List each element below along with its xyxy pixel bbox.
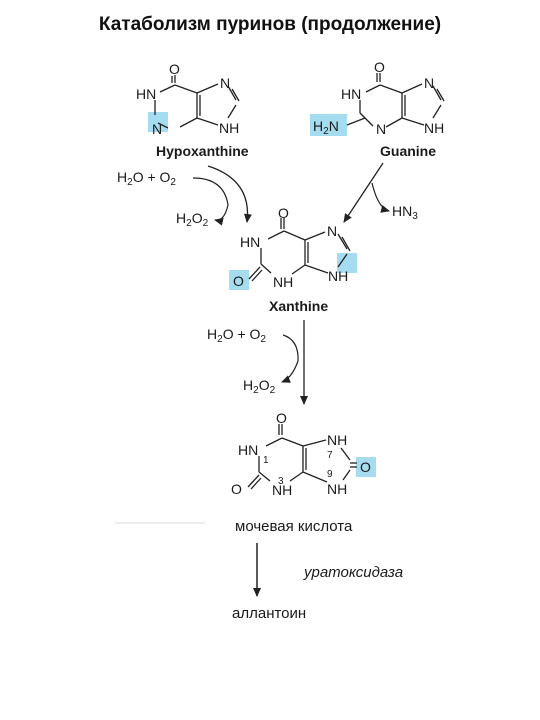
guanine-n-left: N — [376, 121, 386, 137]
uric-acid-highlight — [356, 457, 376, 477]
hypoxanthine-o: O — [169, 61, 180, 77]
hypoxanthine-highlight — [148, 112, 168, 132]
guanine-highlight — [310, 114, 347, 136]
uric-acid-nh-right: NH — [327, 481, 347, 497]
step1-reagents-in: H2O + O2 — [117, 169, 176, 188]
uric-acid-locant-3: 3 — [278, 476, 284, 487]
xanthine-n-top: N — [327, 223, 337, 239]
uric-acid-o-top: O — [276, 410, 287, 426]
hypoxanthine-nh: NH — [219, 120, 239, 136]
enzyme-label: уратоксидаза — [303, 564, 403, 581]
hypoxanthine-n-top: N — [220, 75, 230, 91]
hypoxanthine-hn: HN — [136, 86, 156, 102]
xanthine-highlight-right — [337, 253, 357, 273]
xanthine-structure — [248, 218, 351, 282]
uric-acid-locant-9: 9 — [327, 469, 333, 480]
guanine-n-top: N — [424, 75, 434, 91]
uric-acid-nh-top: NH — [327, 432, 347, 448]
guanine-o: O — [374, 59, 385, 75]
xanthine-highlight-left — [229, 270, 249, 290]
xanthine-nh-right: NH — [328, 268, 348, 284]
xanthine-o-left: O — [233, 273, 244, 289]
guanine-nh3-arrow — [371, 182, 390, 213]
guanine-h2n: H2N — [313, 118, 339, 137]
guanine-nh: NH — [424, 120, 444, 136]
xanthine-cofactor-arrow — [281, 334, 299, 383]
uric-acid-nh-bottom: NH — [272, 482, 292, 498]
guanine-hn: HN — [341, 86, 361, 102]
guanine-to-xanthine-arrow — [343, 162, 384, 223]
uric-acid-hn: HN — [238, 442, 258, 458]
uric-acid-o-right: O — [360, 459, 371, 475]
hypoxanthine-name: Hypoxanthine — [156, 143, 249, 159]
allantoin-label: аллантоин — [232, 605, 306, 622]
hypoxanthine-structure — [154, 75, 240, 129]
guanine-structure — [346, 73, 445, 128]
uric-acid-o-left: O — [231, 481, 242, 497]
hypoxanthine-n-left: N — [152, 121, 162, 137]
xanthine-name: Xanthine — [269, 298, 328, 314]
uric-acid-locant-1: 1 — [263, 455, 269, 466]
hypoxanthine-to-xanthine-arrow — [207, 165, 252, 223]
step2-reagents-in: H2O + O2 — [207, 326, 266, 345]
hypoxanthine-cofactor-arrow — [192, 177, 229, 226]
xanthine-nh-bottom: NH — [273, 274, 293, 290]
guanine-byproduct: HN3 — [392, 203, 418, 222]
uric-acid-locant-7: 7 — [327, 450, 333, 461]
step2-reagents-out: H2O2 — [243, 377, 276, 396]
step1-reagents-out: H2O2 — [176, 210, 209, 229]
uric-acid-label: мочевая кислота — [235, 518, 353, 535]
page-title: Катаболизм пуринов (продолжение) — [98, 14, 442, 35]
uric-acid-structure — [247, 424, 357, 490]
xanthine-hn: HN — [240, 234, 260, 250]
xanthine-o-top: O — [278, 205, 289, 221]
guanine-name: Guanine — [380, 143, 436, 159]
